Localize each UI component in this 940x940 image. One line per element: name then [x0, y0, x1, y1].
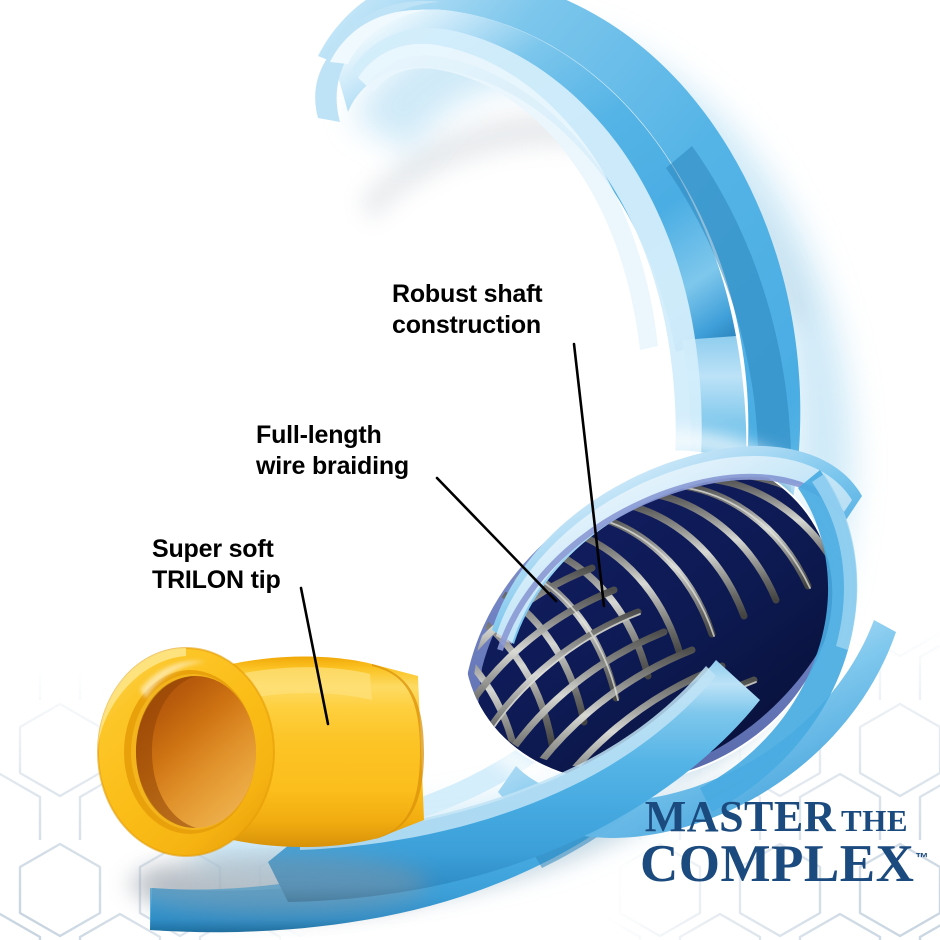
- leader-line-robust-shaft: [572, 342, 606, 608]
- cutaway-ring: [700, 470, 858, 812]
- logo-word-master: MASTER: [644, 792, 837, 841]
- logo-line-2: COMPLEX™: [640, 838, 928, 891]
- hose-upper-curl: [315, 1, 440, 122]
- logo-word-the: THE: [841, 803, 908, 838]
- callout-trilon-tip: Super soft TRILON tip: [152, 535, 281, 594]
- hose-specular-highlight: [222, 27, 702, 851]
- leader-line-wire-braiding: [435, 476, 558, 603]
- trademark-symbol: ™: [915, 850, 929, 866]
- callout-leader-lines: [299, 342, 606, 726]
- leader-line-trilon-tip: [299, 586, 330, 726]
- logo-word-complex: COMPLEX: [640, 835, 915, 894]
- callout-wire-braiding: Full-length wire braiding: [256, 421, 409, 480]
- callout-robust-shaft: Robust shaft construction: [392, 280, 543, 339]
- trilon-tip: [97, 647, 428, 914]
